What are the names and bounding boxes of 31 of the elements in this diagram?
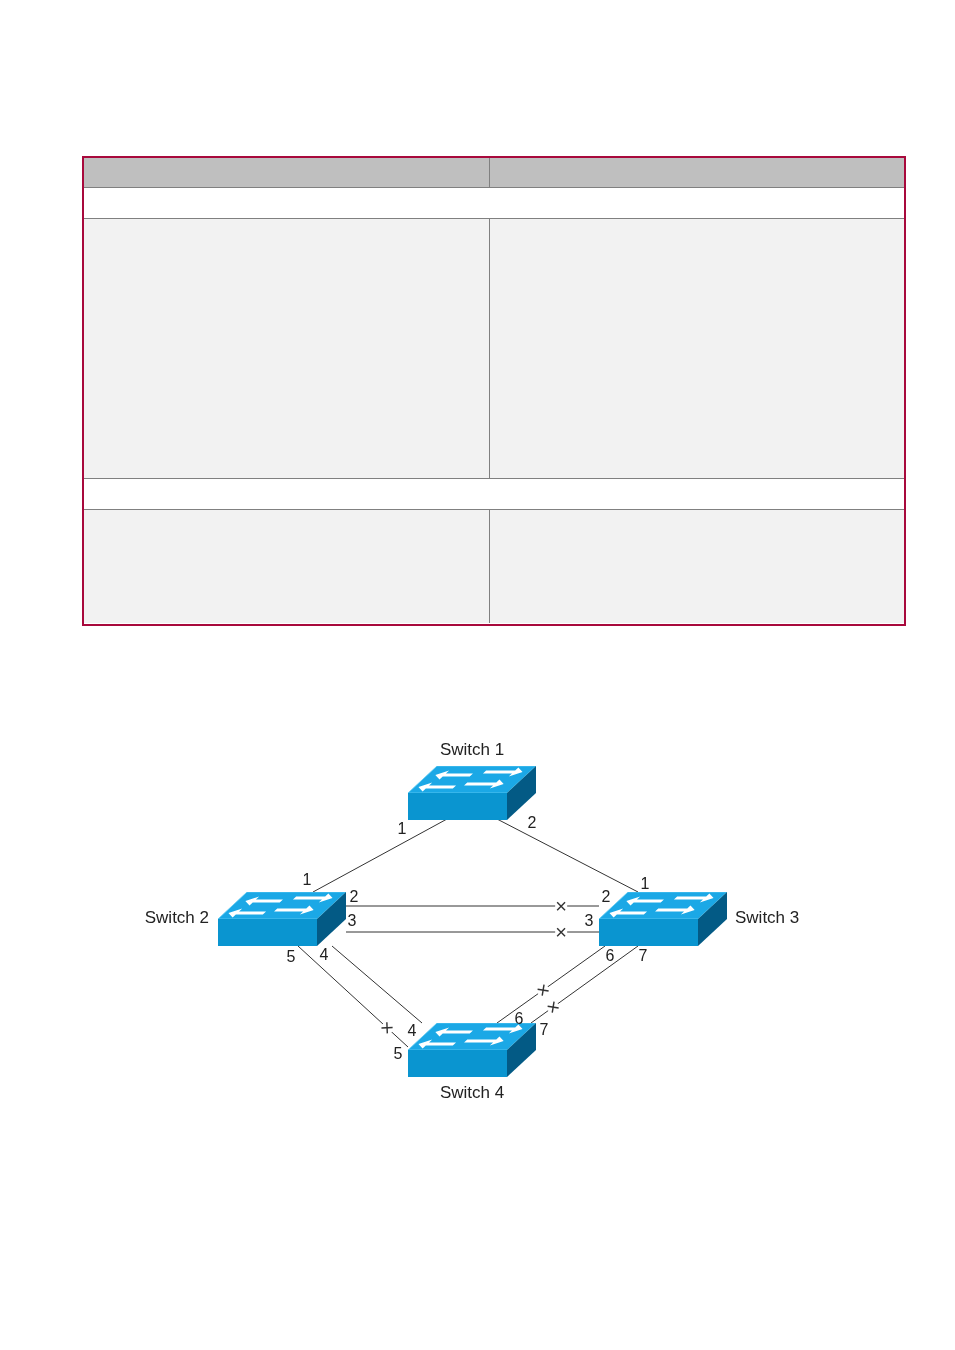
edge-label: × <box>555 925 567 939</box>
port-number: 1 <box>640 876 650 892</box>
port-number: 2 <box>349 889 359 905</box>
edge-label: × <box>534 981 552 999</box>
switch-name: Switch 1 <box>439 740 505 760</box>
port-number: 7 <box>539 1022 549 1038</box>
switch-name: Switch 2 <box>144 908 209 928</box>
switch-name: Switch 4 <box>439 1083 505 1103</box>
switch-name: Switch 3 <box>735 908 800 928</box>
port-number: 3 <box>584 913 594 929</box>
edge-label: × <box>555 899 567 913</box>
port-number: 4 <box>319 947 329 963</box>
port-number: 7 <box>638 948 648 964</box>
port-number: 2 <box>601 889 611 905</box>
port-number: 5 <box>393 1046 403 1062</box>
network-link <box>331 945 423 1024</box>
port-number: 5 <box>286 949 296 965</box>
network-link <box>530 945 639 1024</box>
port-number: 1 <box>397 821 407 837</box>
network-link <box>345 905 600 907</box>
network-link <box>297 945 409 1048</box>
network-link <box>345 931 600 933</box>
port-number: 4 <box>407 1023 417 1039</box>
edge-label: × <box>378 1019 396 1037</box>
port-number: 2 <box>527 815 537 831</box>
port-number: 1 <box>302 872 312 888</box>
edge-label: × <box>544 998 562 1016</box>
network-link <box>496 945 606 1024</box>
port-number: 6 <box>605 948 615 964</box>
port-number: 6 <box>514 1011 524 1027</box>
port-number: 3 <box>347 913 357 929</box>
